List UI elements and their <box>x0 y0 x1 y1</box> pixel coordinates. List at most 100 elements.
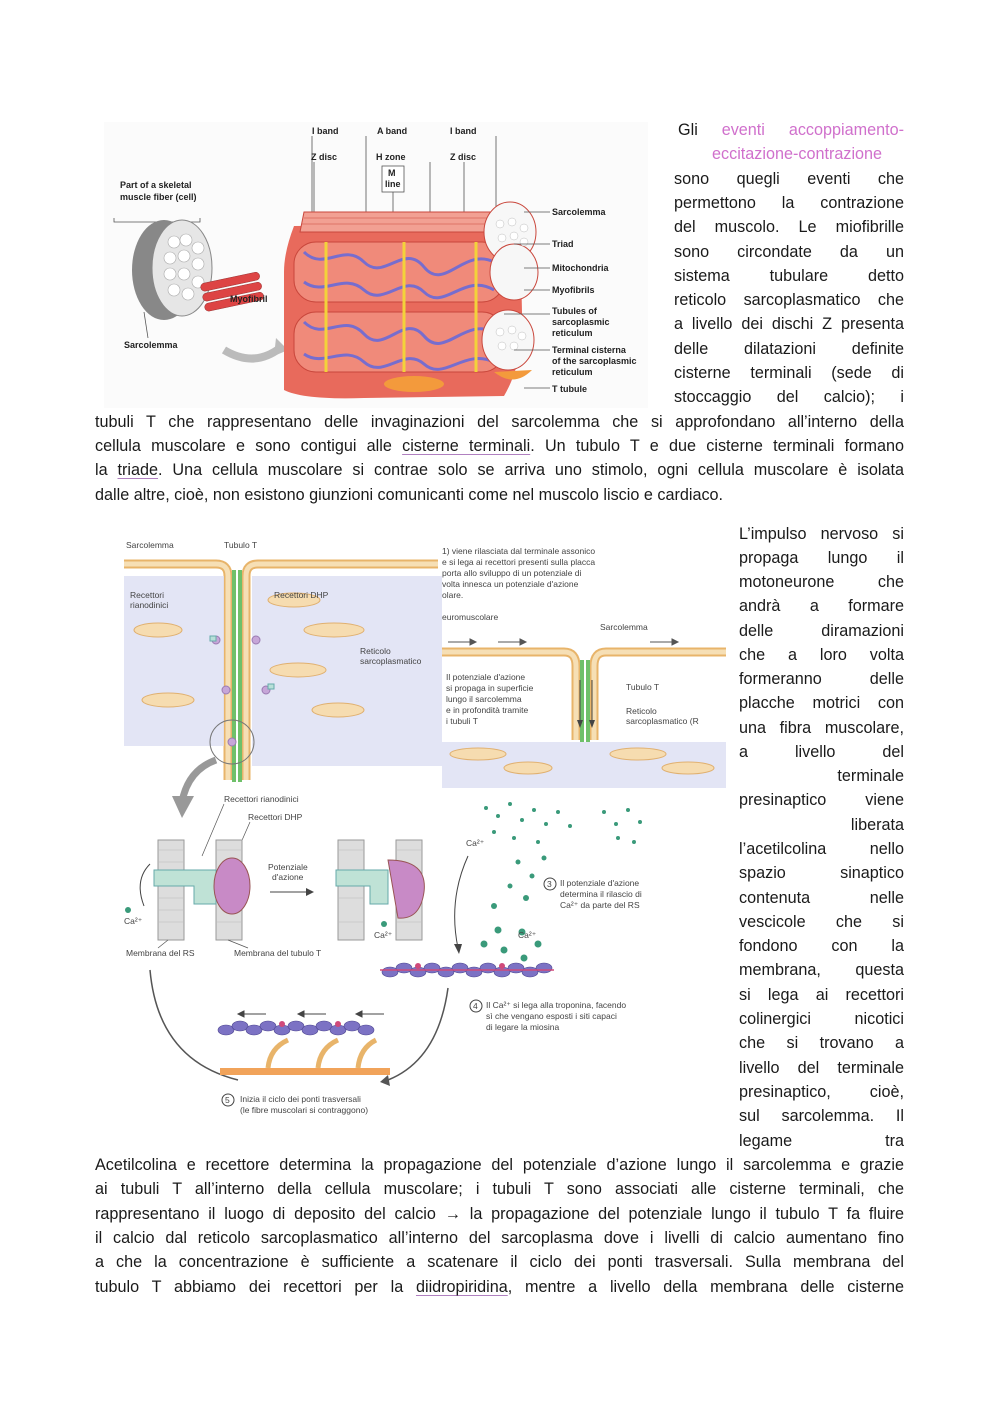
text-line: placche motrici con <box>739 694 904 712</box>
text-line: sono circondate da un <box>674 243 904 261</box>
step4-line1: Il Ca²⁺ si lega alla troponina, facendo <box>486 1000 626 1010</box>
step5-num: 5 <box>225 1095 230 1105</box>
text-line: del muscolo. Le miofibrille <box>674 218 904 236</box>
step3-line3: Ca²⁺ da parte del RS <box>560 900 640 910</box>
text-line: formeranno delle <box>739 670 904 688</box>
label-part-of-1: Part of a skeletal <box>120 180 192 190</box>
label-potenziale-1: Potenziale <box>268 862 308 872</box>
label-membrana-rs: Membrana del RS <box>126 948 195 958</box>
text-line: Gli eventi accoppiamento- <box>678 121 904 139</box>
text-line: tubulo T abbiamo dei recettori per la di… <box>95 1278 904 1296</box>
text-line: che si trovano a <box>739 1034 904 1052</box>
text-line: sono quegli eventi che <box>674 170 904 188</box>
label-m-line-1: M <box>388 168 396 178</box>
text-line: colinergici nicotici <box>739 1010 904 1028</box>
text-line: si lega ai recettori <box>739 986 904 1004</box>
label-reticolo-2: sarcoplasmatico <box>360 656 422 666</box>
label-reticolo-1: Reticolo <box>360 646 391 656</box>
ec-coupling-illustration: Sarcolemma Tubulo T Recettori <box>98 520 726 1132</box>
label-myofibril: Myofibril <box>230 294 268 304</box>
text-line: cellula muscolare e sono contigui alle c… <box>95 437 904 455</box>
label-sarcolemma-right: Sarcolemma <box>552 207 607 217</box>
text-line: eccitazione-contrazione <box>712 145 883 163</box>
step1-line5: olare. <box>442 590 463 600</box>
text-line: sul sarcolemma. Il <box>739 1107 904 1125</box>
label-z-disc-right: Z disc <box>450 152 476 162</box>
text-line: liberata <box>850 816 904 834</box>
label-ca-right2: Ca²⁺ <box>518 930 537 940</box>
label-h-zone: H zone <box>376 152 406 162</box>
label-dhp-top: Recettori DHP <box>274 590 329 600</box>
text-line: rappresentano il luogo di deposito del c… <box>95 1205 904 1223</box>
text-line: contenuta nelle <box>739 889 904 907</box>
step5-line1: Inizia il ciclo dei ponti trasversali <box>240 1094 361 1104</box>
text-line: livello del terminale <box>739 1059 904 1077</box>
label-tubules-2: sarcoplasmic <box>552 317 610 327</box>
label-tubulo-right: Tubulo T <box>626 682 659 692</box>
text-line: spazio sinaptico <box>739 864 904 882</box>
text-line: delle dilatazioni definite <box>674 340 904 358</box>
text-line: motoneurone che <box>739 573 904 591</box>
text-line: propaga lungo il <box>739 549 904 567</box>
text-line: Acetilcolina e recettore determina la pr… <box>95 1156 904 1174</box>
label-sarcolemma-top: Sarcolemma <box>126 540 174 550</box>
step2-line4: e in profondità tramite <box>446 705 528 715</box>
text-line: membrana, questa <box>739 961 904 979</box>
text-line: andrà a formare <box>739 597 904 615</box>
step2-line5: i tubuli T <box>446 716 478 726</box>
label-membrana-tubulo: Membrana del tubulo T <box>234 948 321 958</box>
text-line: fondono con la <box>739 937 904 955</box>
text-line: permettono la contrazione <box>674 194 904 212</box>
text-line: a livello del <box>739 743 904 761</box>
label-sarcolemma-left: Sarcolemma <box>124 340 179 350</box>
label-cisterna-2: of the sarcoplasmic <box>552 356 637 366</box>
step2-line3: lungo il sarcolemma <box>446 694 522 704</box>
step4-num: 4 <box>473 1001 478 1011</box>
label-neuromuscolare: euromuscolare <box>442 612 498 622</box>
label-i-band-right: I band <box>450 126 477 136</box>
text-line: la triade. Una cellula muscolare si cont… <box>95 461 904 479</box>
label-tubules-1: Tubules of <box>552 306 598 316</box>
label-rianodinici-1: Recettori <box>130 590 164 600</box>
step3-line1: Il potenziale d'azione <box>560 878 639 888</box>
step1-line2: e si lega ai recettori presenti sulla pl… <box>442 557 595 567</box>
label-potenziale-2: d'azione <box>272 872 304 882</box>
muscle-fiber-figure: I band A band I band Z disc H zone Z dis… <box>104 122 648 408</box>
label-tubules-3: reticulum <box>552 328 593 338</box>
text-line: il calcio dal reticolo sarcoplasmatico a… <box>95 1229 904 1247</box>
label-a-band: A band <box>377 126 407 136</box>
label-reticolo-right-2: sarcoplasmatico (R <box>626 716 699 726</box>
label-reticolo-right-1: Reticolo <box>626 706 657 716</box>
text-line: presinaptico, cioè, <box>739 1083 904 1101</box>
text-line: dalle altre, cioè, non esistono giunzion… <box>95 486 724 504</box>
text-line: tubuli T che rappresentano delle invagin… <box>95 413 904 431</box>
text-line: legame tra <box>739 1132 904 1150</box>
text-line: stoccaggio del calcio); i <box>674 388 904 406</box>
label-sarcolemma-right-fig: Sarcolemma <box>600 622 648 632</box>
label-ca-mid: Ca²⁺ <box>374 930 393 940</box>
label-ca-left: Ca²⁺ <box>124 916 143 926</box>
label-dhp-mid: Recettori DHP <box>248 812 303 822</box>
muscle-fiber-illustration: I band A band I band Z disc H zone Z dis… <box>104 122 648 408</box>
step2-line1: Il potenziale d'azione <box>446 672 525 682</box>
label-ca-right1: Ca²⁺ <box>466 838 485 848</box>
text-line: sistema tubulare detto <box>674 267 904 285</box>
label-rianodinici-2: rianodinici <box>130 600 168 610</box>
step5-line2: (le fibre muscolari si contraggono) <box>240 1105 368 1115</box>
text-line: L’impulso nervoso si <box>739 525 904 543</box>
text-line: presinaptico viene <box>739 791 904 809</box>
step3-num: 3 <box>547 879 552 889</box>
excitation-contraction-figure: Sarcolemma Tubulo T Recettori <box>98 520 726 1132</box>
label-part-of-2: muscle fiber (cell) <box>120 192 197 202</box>
text-line: delle diramazioni <box>739 622 904 640</box>
step1-line1: 1) viene rilasciata dal terminale assoni… <box>442 546 595 556</box>
label-triad: Triad <box>552 239 574 249</box>
step1-line3: porta allo sviluppo di un potenziale di <box>442 568 582 578</box>
text-line: l’acetilcolina nello <box>739 840 904 858</box>
label-t-tubule: T tubule <box>552 384 587 394</box>
step4-line3: di legare la miosina <box>486 1022 560 1032</box>
text-line: a che la concentrazione è sufficiente a … <box>95 1253 904 1271</box>
step4-line2: sì che vengano esposti i siti capaci <box>486 1011 617 1021</box>
text-line: ai tubuli T all’interno della cellula mu… <box>95 1180 904 1198</box>
